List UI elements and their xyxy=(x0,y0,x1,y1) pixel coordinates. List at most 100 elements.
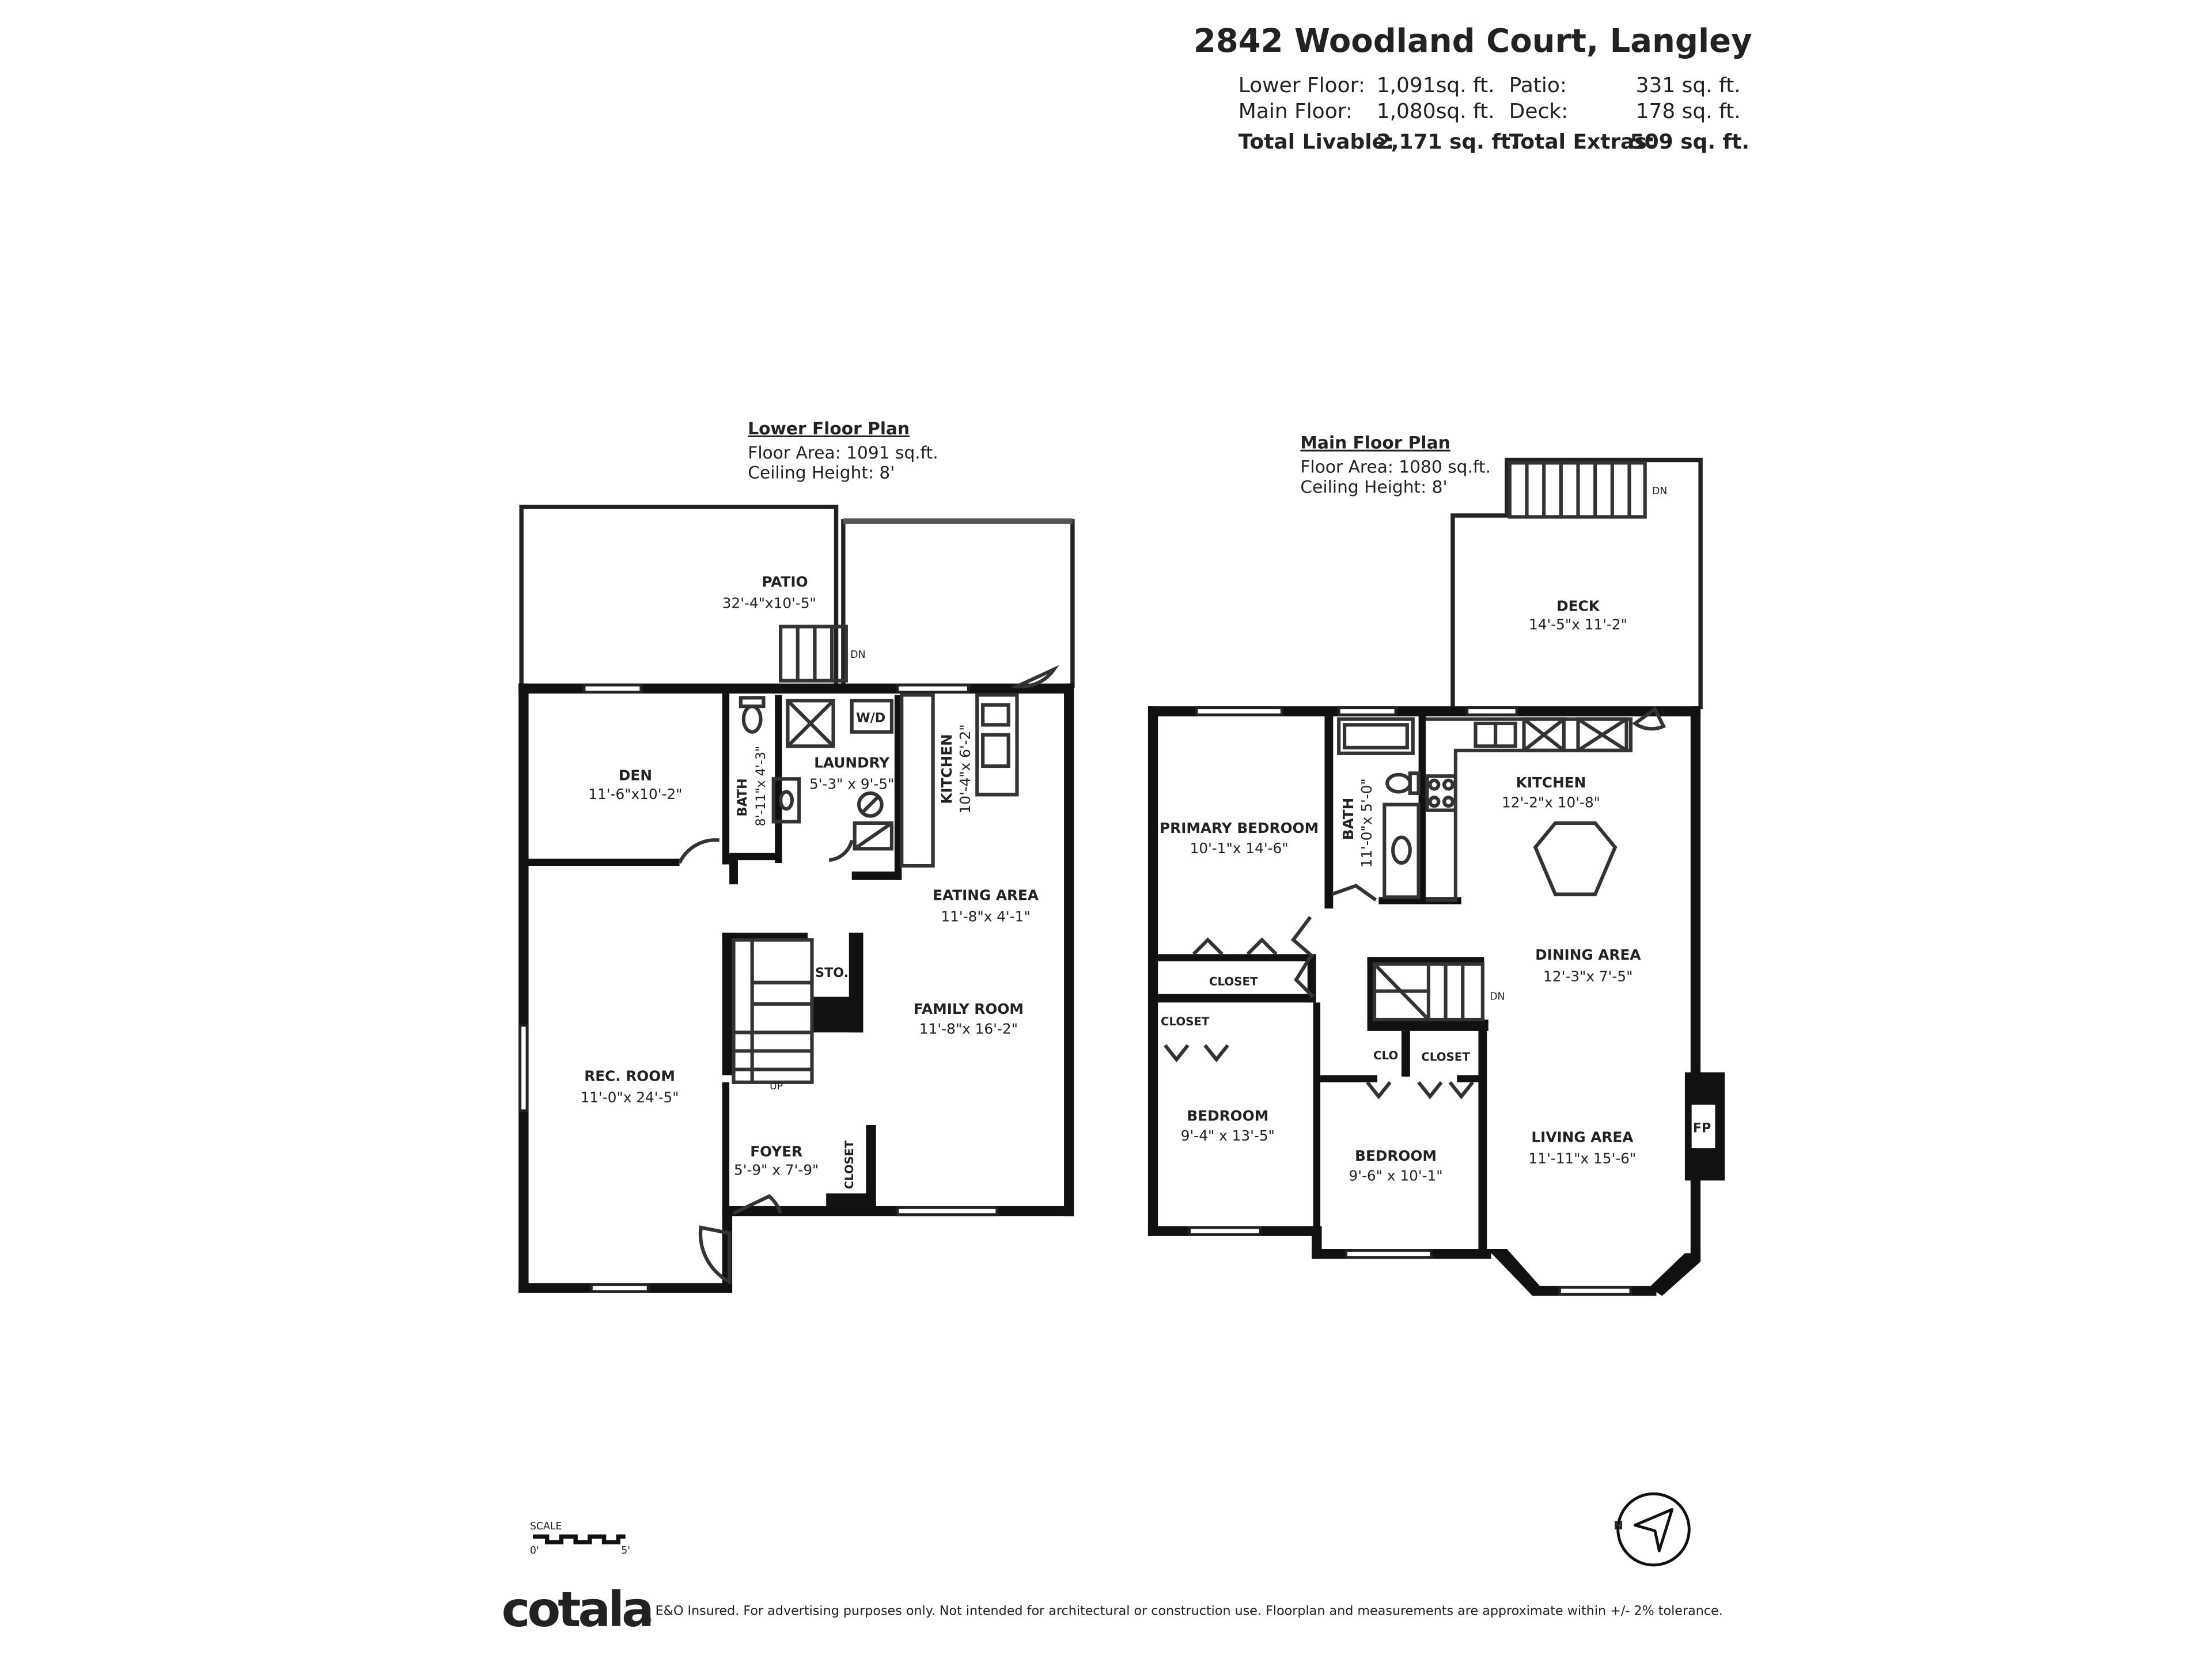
total-extras-value: 509 sq. ft. xyxy=(1630,130,1749,154)
logo-mark: ® xyxy=(644,1616,653,1626)
cotala-logo: cotala xyxy=(502,1581,652,1638)
bedroom-3-dim: 9'-6" x 10'-1" xyxy=(1349,1167,1442,1184)
clo-label: CLO xyxy=(1373,1049,1398,1062)
lower-bath-dim: 8'-11"x 4'-3" xyxy=(753,746,768,827)
foyer-closet-label: CLOSET xyxy=(843,1140,856,1189)
main-fixtures: DN xyxy=(1164,706,1666,1100)
fireplace-label: FP xyxy=(1693,1120,1711,1135)
storage-label: STO. xyxy=(815,965,849,980)
main-kitchen-name: KITCHEN xyxy=(1516,774,1586,791)
deck-value: 178 sq. ft. xyxy=(1636,100,1741,123)
main-bath-name: BATH xyxy=(1340,798,1357,840)
footer: cotala ® E&O Insured. For advertising pu… xyxy=(502,1581,1723,1638)
eating-area-name: EATING AREA xyxy=(933,887,1039,903)
bedroom-3-name: BEDROOM xyxy=(1355,1147,1437,1164)
rec-room-name: REC. ROOM xyxy=(584,1067,675,1084)
deck-label: Deck: xyxy=(1509,100,1569,123)
main-plan-ceiling: Ceiling Height: 8' xyxy=(1300,476,1447,497)
family-room-dim: 11'-8"x 16'-2" xyxy=(919,1021,1018,1037)
toilet-icon xyxy=(741,704,763,734)
main-bath-dim: 11'-0"x 5'-0" xyxy=(1358,778,1375,868)
primary-bedroom-dim: 10'-1"x 14'-6" xyxy=(1190,840,1289,857)
patio-value: 331 sq. ft. xyxy=(1636,74,1741,97)
scale-end: 5' xyxy=(621,1545,630,1556)
compass-letter: N xyxy=(1613,1519,1623,1532)
foyer-dim: 5'-9" x 7'-9" xyxy=(734,1161,819,1178)
laundry-name: LAUNDRY xyxy=(814,754,890,771)
lower-plan-area: Floor Area: 1091 sq.ft. xyxy=(748,442,938,463)
laundry-dim: 5'-3" x 9'-5" xyxy=(809,776,894,793)
deck-name: DECK xyxy=(1556,598,1600,615)
lower-floor-plan: Lower Floor Plan Floor Area: 1091 sq.ft.… xyxy=(518,418,1075,1293)
deck-dim: 14'-5"x 11'-2" xyxy=(1529,616,1627,633)
washer-dryer-icon xyxy=(850,699,894,734)
den-name: DEN xyxy=(619,767,652,784)
lower-kitchen-name: KITCHEN xyxy=(938,734,955,804)
main-vanity-icon xyxy=(1382,802,1421,899)
lower-interior-walls xyxy=(522,693,902,1211)
main-plan-title: Main Floor Plan xyxy=(1300,433,1450,453)
bedroom-2-dim: 9'-4" x 13'-5" xyxy=(1181,1127,1275,1144)
bedroom-2-name: BEDROOM xyxy=(1187,1108,1268,1124)
total-extras-label: Total Extras: xyxy=(1509,130,1656,154)
den-dim: 11'-6"x10'-2" xyxy=(588,786,682,802)
lower-plan-ceiling: Ceiling Height: 8' xyxy=(748,463,895,483)
scale-bar: SCALE 0' 5' xyxy=(530,1521,630,1556)
lower-kitchen-counter xyxy=(900,693,935,868)
main-floor-value: 1,080sq. ft. xyxy=(1377,100,1495,123)
wd-label: W/D xyxy=(856,710,885,725)
disclaimer-text: E&O Insured. For advertising purposes on… xyxy=(656,1603,1723,1618)
main-interior-walls xyxy=(1158,716,1488,1255)
lower-stairs xyxy=(732,938,814,1084)
main-toilet-icon xyxy=(1385,772,1412,794)
rec-room-dim: 11'-0"x 24'-5" xyxy=(581,1089,679,1105)
vanity-icon xyxy=(771,777,801,824)
total-livable-label: Total Livable: xyxy=(1238,130,1395,154)
lower-floor-value: 1,091sq. ft. xyxy=(1377,74,1495,97)
lower-bath-name: BATH xyxy=(735,778,750,816)
cooktop-icon xyxy=(1425,774,1457,812)
lower-fixtures: W/D xyxy=(677,665,1059,1285)
lower-floor-label: Lower Floor: xyxy=(1238,74,1365,97)
family-room-name: FAMILY ROOM xyxy=(914,1001,1024,1017)
deck: DN xyxy=(1450,457,1703,710)
bedroom-3-closet-label: CLOSET xyxy=(1421,1051,1470,1064)
kitchen-island xyxy=(1533,821,1618,896)
property-title: 2842 Woodland Court, Langley xyxy=(1194,22,1752,60)
deck-dn-label: DN xyxy=(1652,486,1667,497)
bathtub-icon xyxy=(1337,717,1415,755)
main-floor-plan: Main Floor Plan Floor Area: 1080 sq.ft. … xyxy=(1147,433,1725,1296)
main-stairs-dn-label: DN xyxy=(1490,991,1505,1002)
header: 2842 Woodland Court, Langley Lower Floor… xyxy=(1194,22,1752,154)
primary-closet-label: CLOSET xyxy=(1209,975,1258,988)
dining-area-name: DINING AREA xyxy=(1535,946,1641,963)
lower-room-labels: PATIO 32'-4"x10'-5" DEN 11'-6"x10'-2" BA… xyxy=(581,574,1039,1190)
lower-exterior-walls xyxy=(518,683,1074,1293)
scale-start: 0' xyxy=(530,1545,539,1556)
patio-dim: 32'-4"x10'-5" xyxy=(722,595,816,612)
main-exterior-walls xyxy=(1147,706,1725,1296)
living-area-dim: 11'-11"x 15'-6" xyxy=(1529,1150,1637,1167)
foyer-name: FOYER xyxy=(750,1143,802,1160)
main-room-labels: DECK 14'-5"x 11'-2" PRIMARY BEDROOM 10'-… xyxy=(1160,598,1711,1184)
patio-stairs xyxy=(779,624,848,683)
dining-area-dim: 12'-3"x 7'-5" xyxy=(1543,968,1633,984)
living-area-name: LIVING AREA xyxy=(1531,1129,1634,1146)
patio-dn-label: DN xyxy=(850,649,865,661)
main-plan-area: Floor Area: 1080 sq.ft. xyxy=(1300,457,1490,477)
primary-bedroom-name: PRIMARY BEDROOM xyxy=(1160,820,1319,836)
lower-plan-title: Lower Floor Plan xyxy=(748,418,910,438)
laundry-sink-icon xyxy=(857,791,884,818)
lower-kitchen-dim: 10'-4"x 6'-2" xyxy=(957,724,974,813)
main-floor-label: Main Floor: xyxy=(1238,100,1353,123)
patio: DN xyxy=(519,505,1075,688)
stairs-up-label: UP xyxy=(770,1081,783,1092)
eating-area-dim: 11'-8"x 4'-1" xyxy=(941,908,1030,925)
bedroom-2-closet-label: CLOSET xyxy=(1161,1015,1210,1028)
scale-label: SCALE xyxy=(530,1521,562,1532)
north-arrow-icon: N xyxy=(1613,1492,1691,1567)
total-livable-value: 2,171 sq. ft. xyxy=(1377,130,1518,154)
main-stairs xyxy=(1372,962,1484,1022)
fireplace-icon xyxy=(1689,1103,1718,1150)
